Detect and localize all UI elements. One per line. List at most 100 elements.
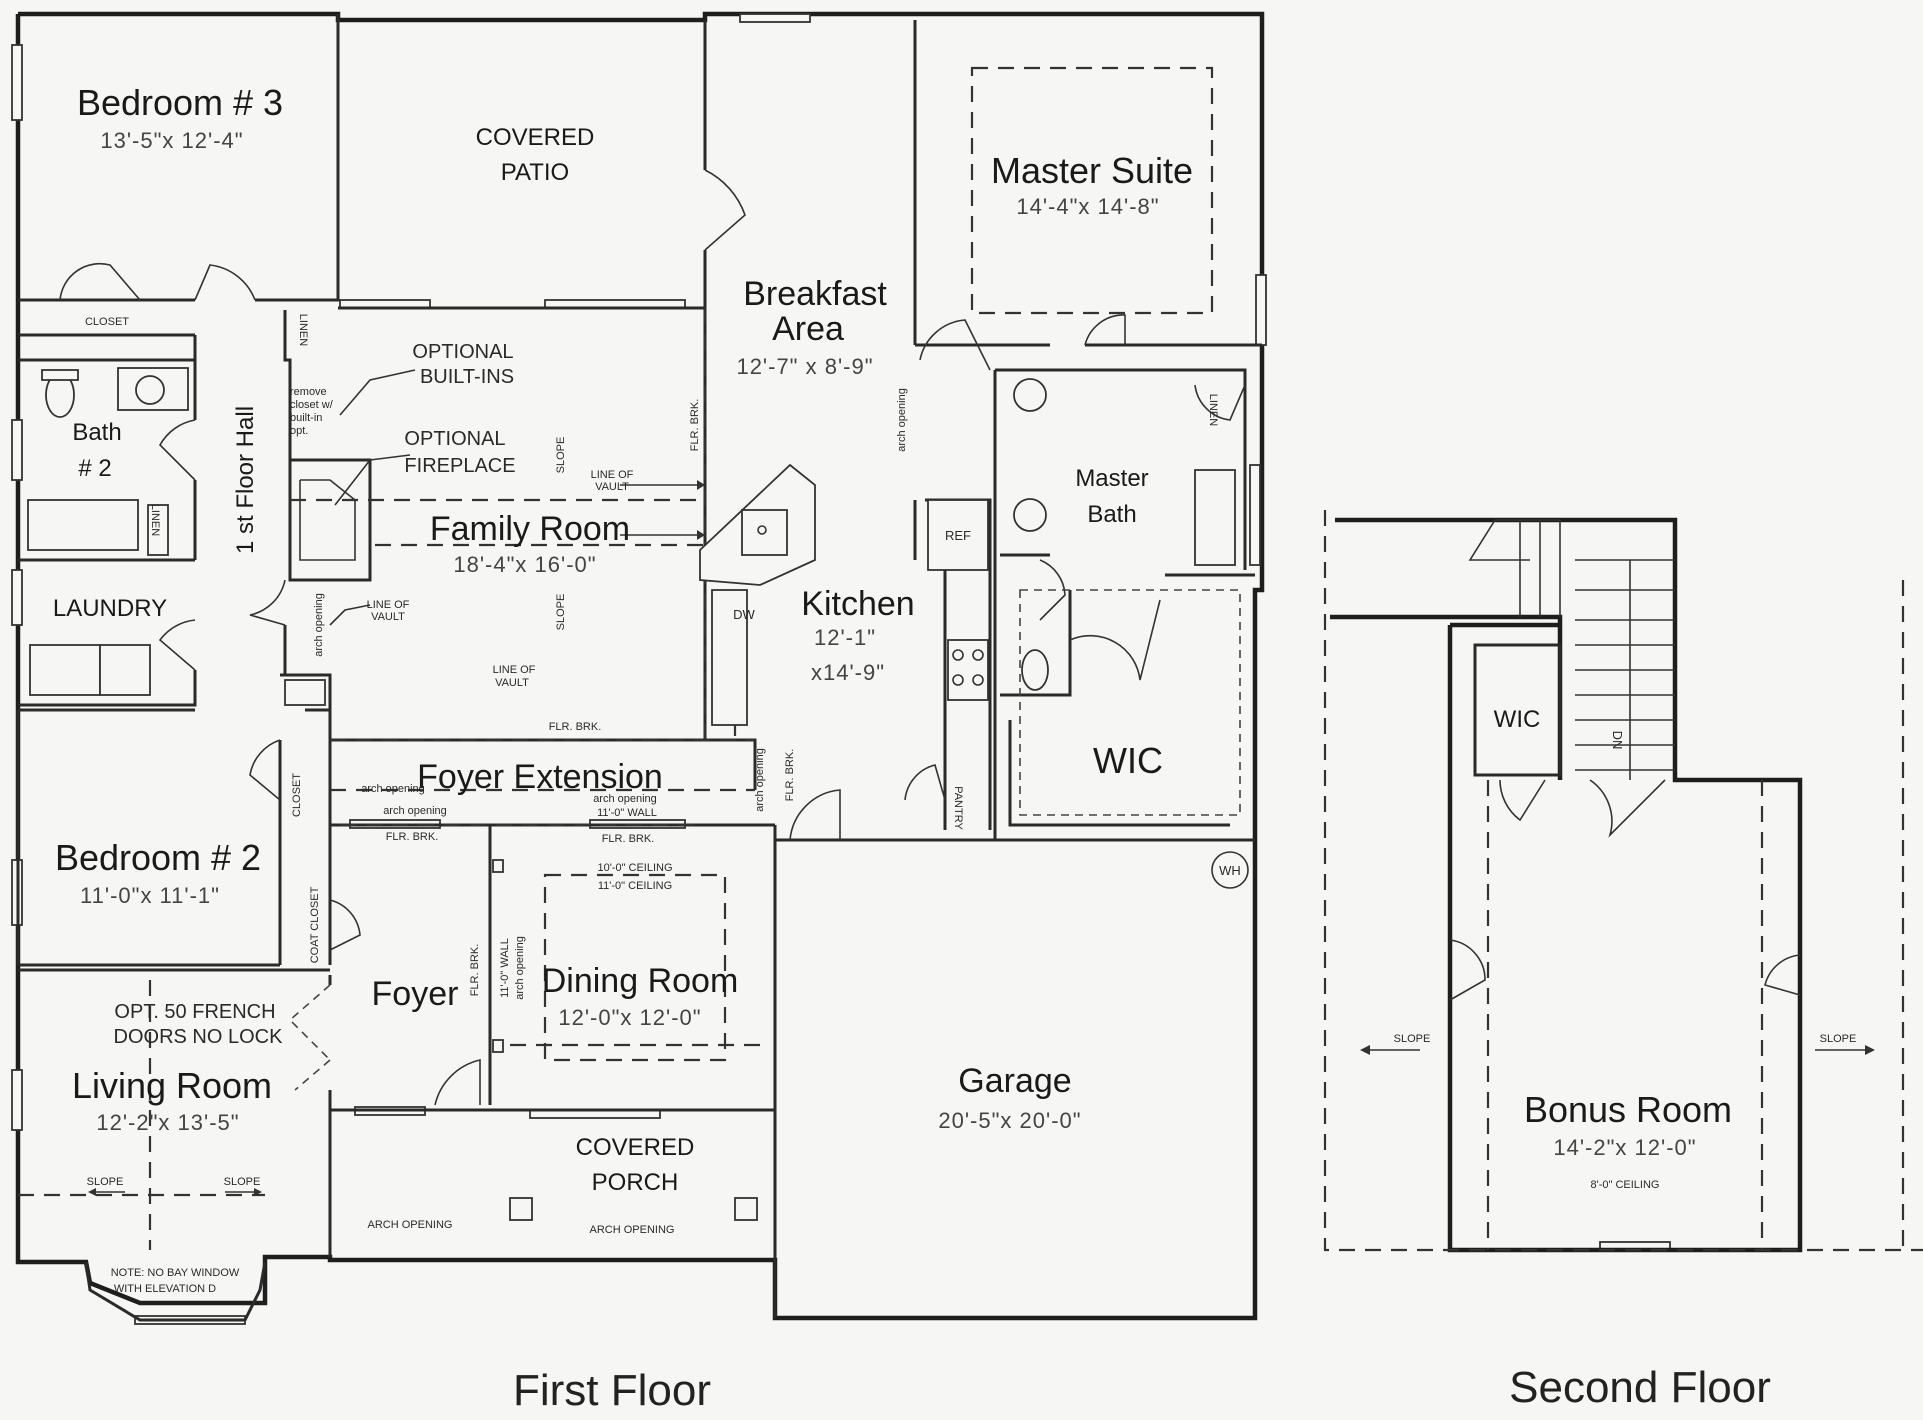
arch-opening-9: ARCH OPENING	[590, 1224, 675, 1236]
french-doors-2: DOORS NO LOCK	[114, 1026, 284, 1048]
linen-label-2: LINEN	[149, 504, 161, 536]
bonus-room-name: Bonus Room	[1524, 1089, 1732, 1130]
wh-label: WH	[1219, 863, 1241, 878]
coat-closet-label: COAT CLOSET	[309, 886, 321, 963]
ref-label: REF	[945, 528, 971, 543]
wall-11-label: 11'-0" WALL	[597, 807, 657, 819]
first-floor-title: First Floor	[513, 1366, 711, 1415]
line-of-vault-a1: LINE OF	[591, 469, 634, 481]
flr-brk-3: FLR. BRK.	[784, 749, 796, 802]
line-of-vault-c2: VAULT	[495, 677, 529, 689]
dining-name: Dining Room	[542, 962, 739, 1000]
kitchen-dim1: 12'-1"	[814, 625, 876, 650]
stairs	[1519, 520, 1675, 780]
kitchen-name: Kitchen	[801, 585, 914, 623]
second-floor-doors	[1449, 779, 1801, 1001]
slope-label-3: SLOPE	[87, 1176, 124, 1188]
flr-brk-1: FLR. BRK.	[689, 399, 701, 452]
family-room-dim: 18'-4"x 16'-0"	[453, 552, 596, 577]
master-suite-dim: 14'-4"x 14'-8"	[1016, 194, 1159, 219]
patio-line1: COVERED	[476, 124, 595, 151]
bedroom3-dim: 13'-5"x 12'-4"	[100, 128, 243, 153]
line-of-vault-a2: VAULT	[595, 481, 629, 493]
first-floor-labels: Bedroom # 3 13'-5"x 12'-4" COVERED PATIO…	[53, 82, 1241, 1295]
second-floor-labels: WIC DN SLOPE SLOPE Bonus Room 14'-2"x 12…	[1394, 706, 1857, 1191]
porch-line2: PORCH	[592, 1169, 679, 1196]
bath2-line2: # 2	[78, 455, 111, 482]
linen-label-1: LINEN	[297, 314, 309, 346]
arch-opening-2: arch opening	[313, 593, 325, 657]
line-of-vault-c1: LINE OF	[493, 664, 536, 676]
bath2-line1: Bath	[72, 419, 121, 446]
breakfast-line2: Area	[772, 310, 844, 348]
patio-line2: PATIO	[501, 159, 569, 186]
flr-brk-2: FLR. BRK.	[549, 721, 602, 733]
first-floor-plan: Bedroom # 3 13'-5"x 12'-4" COVERED PATIO…	[11, 11, 1671, 1415]
foyer-name: Foyer	[372, 975, 459, 1013]
line-of-vault-b2: VAULT	[371, 611, 405, 623]
master-bath-line1: Master	[1075, 465, 1148, 492]
kitchen-island	[699, 463, 816, 586]
dw-label: DW	[733, 607, 755, 622]
arch-opening-8: ARCH OPENING	[368, 1219, 453, 1231]
living-name: Living Room	[72, 1065, 272, 1106]
bedroom2-dim: 11'-0"x 11'-1"	[80, 883, 220, 908]
slope-label-2: SLOPE	[555, 594, 567, 631]
remove-closet-3: built-in	[290, 412, 322, 424]
door-swings	[59, 169, 1246, 1106]
second-wic-label: WIC	[1494, 706, 1541, 733]
line-of-vault-b1: LINE OF	[367, 599, 410, 611]
arch-opening-7: arch opening	[514, 936, 526, 1000]
flr-brk-5: FLR. BRK.	[602, 833, 655, 845]
kitchen-dim2: x14'-9"	[811, 660, 885, 685]
arch-opening-6: arch opening	[754, 748, 766, 812]
breakfast-line1: Breakfast	[743, 275, 887, 313]
living-dim: 12'-2"x 13'-5"	[96, 1110, 239, 1135]
garage-name: Garage	[958, 1062, 1071, 1100]
second-slope-right: SLOPE	[1820, 1033, 1857, 1045]
wall-11-label-2: 11'-0" WALL	[499, 938, 511, 998]
slope-label-1: SLOPE	[555, 437, 567, 474]
optional-fireplace-1: OPTIONAL	[404, 428, 505, 450]
bonus-room-dim: 14'-2"x 12'-0"	[1553, 1135, 1696, 1160]
optional-builtins-1: OPTIONAL	[412, 341, 513, 363]
family-room-name: Family Room	[430, 510, 630, 548]
dashed-lines	[18, 66, 1241, 1322]
pantry-label: PANTRY	[952, 786, 964, 830]
closet-label: CLOSET	[85, 316, 129, 328]
foyer-ext-name: Foyer Extension	[417, 758, 663, 796]
plumbing-fixtures	[27, 367, 1249, 1221]
bedroom3-name: Bedroom # 3	[77, 82, 283, 123]
closet-label-2: CLOSET	[291, 773, 303, 817]
remove-closet-4: opt.	[290, 425, 308, 437]
second-floor-title: Second Floor	[1509, 1363, 1771, 1412]
remove-closet-1: remove	[290, 386, 327, 398]
breakfast-dim: 12'-7" x 8'-9"	[736, 354, 873, 379]
second-floor-walls	[1330, 517, 1803, 1253]
second-floor-plan: WIC DN SLOPE SLOPE Bonus Room 14'-2"x 12…	[1323, 510, 1923, 1412]
leader-lines	[329, 369, 416, 626]
bedroom2-name: Bedroom # 2	[55, 837, 261, 878]
arch-opening-5: arch opening	[593, 793, 657, 805]
optional-builtins-2: BUILT-INS	[420, 366, 514, 388]
garage-dim: 20'-5"x 20'-0"	[938, 1108, 1081, 1133]
optional-fireplace-2: FIREPLACE	[404, 455, 515, 477]
dn-label: DN	[1610, 731, 1625, 750]
flr-brk-6: FLR. BRK.	[469, 944, 481, 997]
master-suite-name: Master Suite	[991, 150, 1193, 191]
hall-name: 1 st Floor Hall	[232, 406, 259, 554]
master-bath-line2: Bath	[1087, 501, 1136, 528]
ceiling-10-label: 10'-0" CEILING	[597, 862, 672, 874]
dining-dim: 12'-0"x 12'-0"	[558, 1005, 701, 1030]
french-doors-1: OPT. 50 FRENCH	[114, 1001, 275, 1023]
slope-label-4: SLOPE	[224, 1176, 261, 1188]
bonus-ceiling: 8'-0" CEILING	[1591, 1179, 1660, 1191]
bay-note-2: WITH ELEVATION D	[114, 1283, 216, 1295]
arch-opening-3: arch opening	[361, 783, 425, 795]
remove-closet-2: closet w/	[290, 399, 334, 411]
porch-line1: COVERED	[576, 1134, 695, 1161]
flr-brk-4: FLR. BRK.	[386, 831, 439, 843]
laundry-name: LAUNDRY	[53, 595, 167, 622]
arch-opening-4: arch opening	[383, 805, 447, 817]
